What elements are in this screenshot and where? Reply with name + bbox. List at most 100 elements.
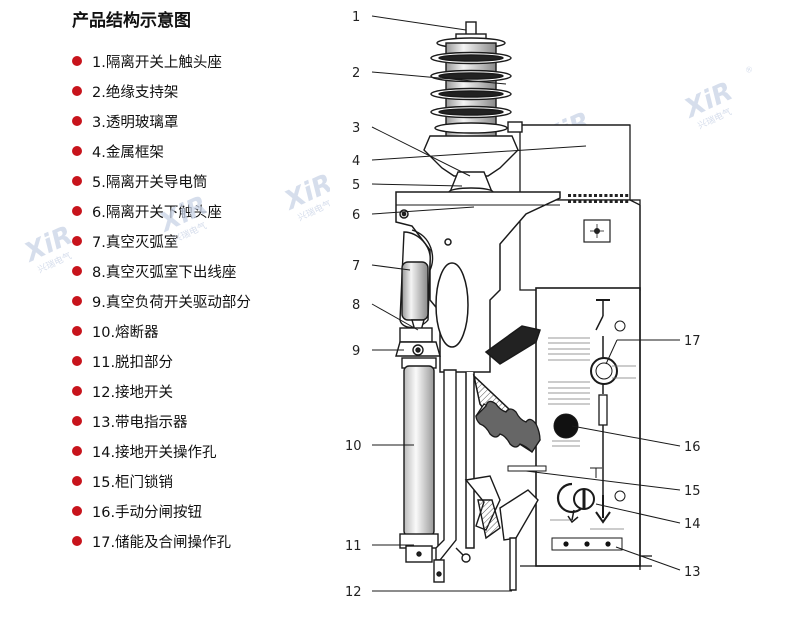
terminal-dot (568, 194, 571, 197)
callout-10: 10 (345, 439, 362, 454)
bullet-icon (72, 296, 82, 306)
legend-item-label: 15.柜门锁销 (92, 474, 174, 491)
callout-3: 3 (352, 121, 360, 136)
panel-symbol (583, 219, 611, 243)
bullet-icon (72, 356, 82, 366)
legend-item: 16.手动分闸按钮 (72, 496, 251, 526)
terminal-dot (588, 200, 592, 203)
callout-7: 7 (352, 259, 360, 274)
watermark-registered-mark: ® (744, 64, 755, 76)
structure-diagram: XiR 兴瑞电气 XiR 兴瑞电气 ® (345, 10, 755, 600)
terminal-dot (614, 194, 618, 197)
bullet-icon (72, 326, 82, 336)
terminal-dot (620, 200, 623, 203)
callout-1: 1 (352, 10, 360, 25)
bullet-icon (72, 386, 82, 396)
panel-fine-print (548, 337, 636, 530)
fuse (399, 357, 439, 563)
callout-2: 2 (352, 66, 360, 81)
bullet-icon (72, 446, 82, 456)
legend-item: 9.真空负荷开关驱动部分 (72, 286, 251, 316)
watermark-layer-left: XiR 兴瑞电气 XiR 兴瑞电气 XiR 兴瑞电气 (18, 168, 330, 275)
callout-14: 14 (684, 517, 701, 532)
callout-8: 8 (352, 298, 360, 313)
callout-13: 13 (684, 565, 701, 580)
bullet-icon (72, 536, 82, 546)
terminal-dot (614, 200, 618, 203)
callout-9: 9 (352, 344, 360, 359)
insulator-support (423, 21, 523, 197)
terminal-dot (599, 200, 603, 203)
terminal-dot (594, 194, 597, 197)
callout-5: 5 (352, 178, 360, 193)
legend-item: 4.金属框架 (72, 136, 251, 166)
terminal-dot (609, 194, 613, 197)
bullet-icon (72, 206, 82, 216)
legend-item-label: 9.真空负荷开关驱动部分 (92, 294, 251, 311)
legend-item-label: 6.隔离开关下触头座 (92, 204, 222, 221)
earthing-switch (433, 369, 539, 591)
callout-17: 17 (684, 334, 701, 349)
callout-16: 16 (684, 440, 701, 455)
legend-item-label: 2.绝缘支持架 (92, 84, 179, 101)
legend-item-label: 13.带电指示器 (92, 414, 188, 431)
bullet-icon (72, 236, 82, 246)
legend-item-label: 3.透明玻璃罩 (92, 114, 179, 131)
terminal-dots (568, 194, 629, 203)
legend-item: 14.接地开关操作孔 (72, 436, 251, 466)
legend-item-label: 8.真空灭弧室下出线座 (92, 264, 237, 281)
terminal-dot (604, 200, 608, 203)
legend-item-label: 11.脱扣部分 (92, 354, 174, 371)
callout-15: 15 (684, 484, 701, 499)
callout-6: 6 (352, 208, 360, 223)
legend-item: 13.带电指示器 (72, 406, 251, 436)
callout-numbers: 1 2 3 4 5 6 7 8 9 10 11 12 13 14 15 16 1… (345, 10, 701, 600)
terminal-dot (625, 200, 629, 203)
door-lock-pin (507, 465, 547, 472)
terminal-dot (604, 194, 608, 197)
watermark-logo: XiR 兴瑞电气 (18, 220, 77, 275)
legend-item: 15.柜门锁销 (72, 466, 251, 496)
bullet-icon (72, 116, 82, 126)
leader-lines (371, 15, 681, 592)
terminal-dot (573, 200, 577, 203)
metal-frame (519, 124, 652, 570)
bullet-icon (72, 266, 82, 276)
legend-item-label: 14.接地开关操作孔 (92, 444, 217, 461)
legend-item: 6.隔离开关下触头座 (72, 196, 251, 226)
legend-item-label: 1.隔离开关上触头座 (92, 54, 222, 71)
legend-item-label: 17.储能及合闸操作孔 (92, 534, 232, 551)
terminal-dot (594, 200, 597, 203)
legend-item: 8.真空灭弧室下出线座 (72, 256, 251, 286)
legend-item: 17.储能及合闸操作孔 (72, 526, 251, 556)
operating-panel (551, 299, 626, 551)
bullet-icon (72, 416, 82, 426)
terminal-dot (568, 200, 571, 203)
terminal-dot (588, 194, 592, 197)
bullet-icon (72, 176, 82, 186)
callout-4: 4 (352, 154, 360, 169)
legend-item: 12.接地开关 (72, 376, 251, 406)
bullet-icon (72, 506, 82, 516)
legend-item: 11.脱扣部分 (72, 346, 251, 376)
terminal-dot (599, 194, 603, 197)
legend-item-label: 12.接地开关 (92, 384, 174, 401)
watermark-logo: XiR 兴瑞电气 (278, 168, 330, 223)
terminal-dot (625, 194, 629, 197)
legend-item: 3.透明玻璃罩 (72, 106, 251, 136)
legend-item-label: 10.熔断器 (92, 324, 159, 341)
bullet-icon (72, 476, 82, 486)
legend-item: 5.隔离开关导电筒 (72, 166, 251, 196)
bullet-icon (72, 56, 82, 66)
terminal-dot (578, 200, 582, 203)
callout-12: 12 (345, 585, 362, 600)
vacuum-interrupter (395, 229, 441, 357)
legend-item: 2.绝缘支持架 (72, 76, 251, 106)
insulated-bushing (475, 400, 541, 454)
legend-item-label: 7.真空灭弧室 (92, 234, 179, 251)
watermark-logo: XiR 兴瑞电气 ® (678, 64, 755, 132)
bullet-icon (72, 86, 82, 96)
terminal-dot (583, 200, 587, 203)
